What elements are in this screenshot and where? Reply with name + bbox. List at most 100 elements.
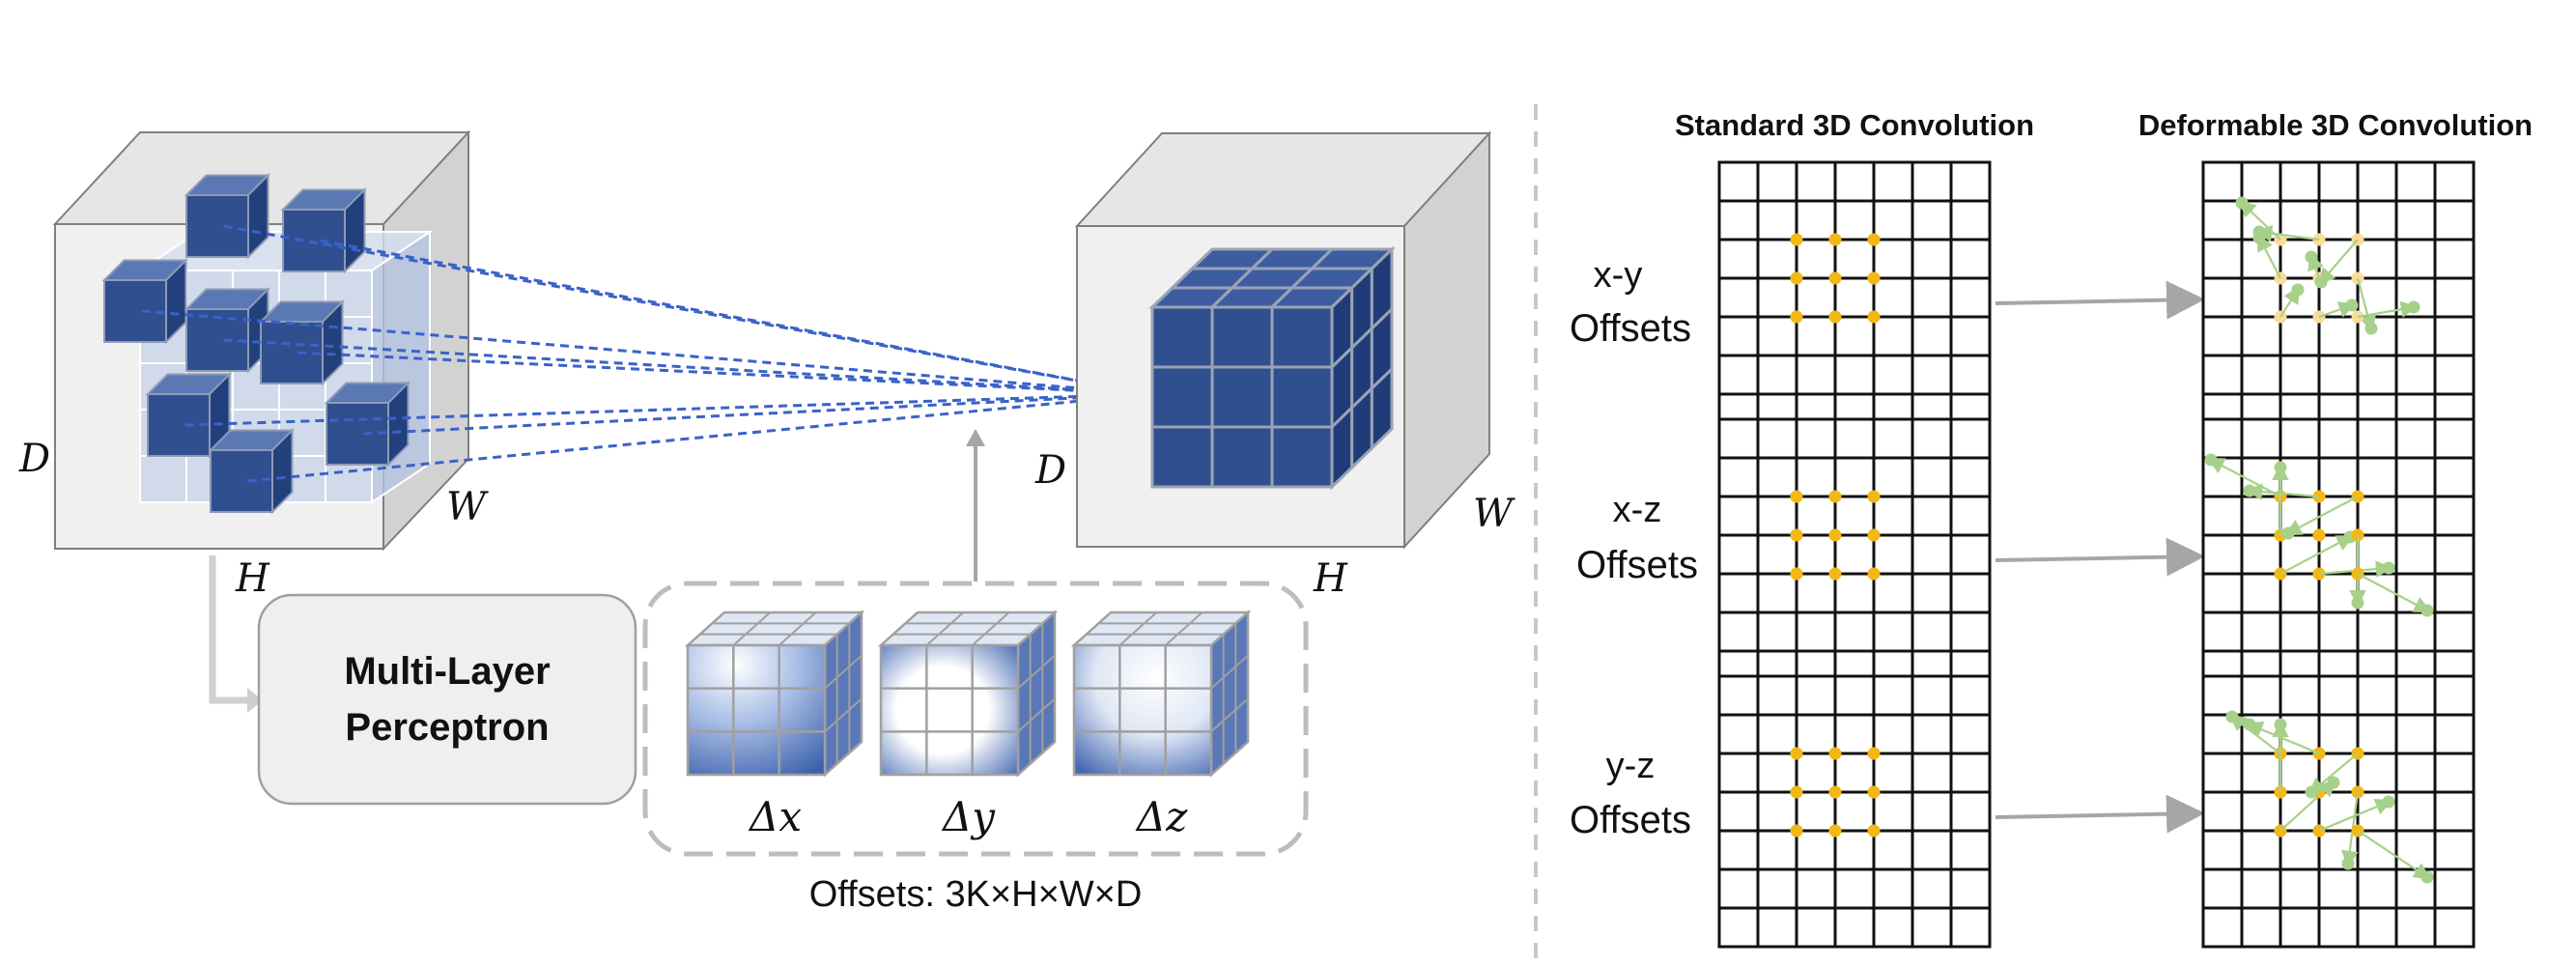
input-to-mlp-arrowhead	[247, 688, 263, 713]
right-panel: Standard 3D Convolution Deformable 3D Co…	[1570, 108, 2533, 949]
deformed-sample-point	[2252, 225, 2266, 239]
offset-vector	[2245, 483, 2320, 500]
left-panel: D H W D H W Multi-Layer Perceptron Δx Δy…	[18, 129, 1515, 915]
offset-label-dz: Δz	[1135, 793, 1188, 840]
standard-sample-point	[1790, 310, 1803, 324]
standard-sample-point	[1828, 824, 1842, 838]
output-blue-cube	[1148, 245, 1396, 491]
output-cube-cell	[1150, 305, 1214, 369]
standard-sample-point	[1790, 747, 1803, 760]
row-label-xz-line1: x-z	[1613, 490, 1662, 530]
mlp-label-line2: Perceptron	[345, 706, 549, 749]
deformed-sample-point	[2407, 300, 2420, 314]
sampling-line	[320, 239, 1157, 403]
offset-vector	[2279, 534, 2354, 575]
standard-sample-point	[1867, 233, 1881, 246]
input-dim-h: H	[235, 556, 270, 601]
sampled-cube	[101, 258, 188, 345]
deformable-grid	[2201, 160, 2476, 435]
standard-sample-point	[1828, 528, 1842, 542]
deformed-sample-point	[2281, 526, 2295, 540]
sampled-blue-cubes	[101, 173, 410, 515]
sampling-line	[184, 383, 1157, 427]
sampled-cube	[280, 187, 367, 274]
offset-vector	[2357, 573, 2431, 613]
kernel-row	[1995, 537, 2205, 577]
standard-sample-point	[1828, 490, 1842, 503]
standard-sample-point	[1828, 310, 1842, 324]
sampling-dashed-lines	[141, 224, 1157, 483]
standard-sample-point	[1828, 233, 1842, 246]
deformed-sample-point	[2274, 718, 2287, 731]
deformed-sample-point	[2204, 453, 2218, 467]
standard-to-deformable-arrow	[1995, 794, 2205, 834]
mlp-box: Multi-Layer Perceptron	[257, 593, 637, 806]
row-label-yz-line2: Offsets	[1570, 799, 1691, 841]
deformed-sample-point	[2327, 776, 2340, 789]
input-volume	[52, 129, 471, 552]
offset-vector	[2254, 224, 2320, 242]
offset-label-dy: Δy	[941, 793, 996, 840]
standard-sample-point	[1790, 567, 1803, 581]
sampling-line	[223, 338, 1157, 405]
input-to-mlp-connector	[209, 555, 253, 704]
output-cube-cell	[1150, 425, 1214, 489]
sampling-line	[297, 351, 1157, 406]
standard-sample-point	[1790, 528, 1803, 542]
sampling-line	[363, 383, 1157, 436]
offset-label-dx: Δx	[748, 793, 802, 840]
output-cube-cell	[1210, 425, 1274, 489]
deformed-sample-point	[2420, 604, 2434, 617]
standard-sample-point	[1790, 490, 1803, 503]
offset-vector	[2357, 830, 2431, 880]
sampling-line	[247, 384, 1157, 483]
standard-sample-point	[1867, 528, 1881, 542]
deformed-sample-point	[2225, 710, 2239, 724]
deformable-base-point	[2312, 528, 2326, 542]
offset-cubes	[684, 610, 1252, 778]
standard-sample-point	[1790, 233, 1803, 246]
column-title-standard: Standard 3D Convolution	[1675, 108, 2034, 142]
row-label-xy-line2: Offsets	[1570, 307, 1691, 350]
input-dim-w: W	[446, 485, 489, 529]
output-dim-d: D	[1034, 448, 1066, 493]
standard-to-deformable-arrow	[1995, 537, 2205, 577]
deformed-sample-point	[2364, 322, 2378, 335]
offset-vector	[2207, 457, 2281, 497]
standard-sample-point	[1828, 271, 1842, 285]
kernel-row	[1995, 280, 2205, 320]
input-dim-d: D	[18, 437, 50, 481]
output-dim-w: W	[1473, 492, 1515, 536]
standard-sample-point	[1867, 747, 1881, 760]
deformed-sample-point	[2314, 275, 2328, 289]
deformable-grid	[2201, 674, 2476, 949]
standard-sample-point	[1790, 824, 1803, 838]
offset-cube-dz	[1070, 610, 1252, 778]
deformable-grid	[2201, 417, 2476, 692]
standard-sample-point	[1867, 271, 1881, 285]
output-volume	[1074, 130, 1492, 550]
offset-cube-dx	[684, 610, 865, 778]
row-label-yz-line1: y-z	[1606, 746, 1656, 786]
deformed-sample-point	[2291, 283, 2305, 297]
mlp-label-line1: Multi-Layer	[344, 650, 550, 693]
standard-sample-point	[1867, 785, 1881, 799]
standard-sample-point	[1867, 824, 1881, 838]
output-cube-cell	[1150, 365, 1214, 429]
sampled-cube	[184, 287, 270, 374]
standard-sample-point	[1828, 747, 1842, 760]
deformed-sample-point	[2351, 596, 2364, 610]
deformed-sample-point	[2382, 795, 2395, 809]
sampled-cube	[258, 299, 345, 386]
offset-cube-dy	[877, 610, 1059, 778]
offsets-to-output-arrowhead	[966, 429, 985, 446]
offsets-caption: Offsets: 3K×H×W×D	[809, 874, 1143, 915]
row-label-xy-line1: x-y	[1594, 255, 1643, 296]
sampled-cube	[324, 381, 410, 468]
standard-grid	[1717, 160, 1992, 435]
column-title-deformable: Deformable 3D Convolution	[2138, 108, 2533, 142]
standard-sample-point	[1828, 567, 1842, 581]
inner-grid-cell	[139, 455, 187, 503]
deformed-sample-point	[2274, 461, 2287, 474]
